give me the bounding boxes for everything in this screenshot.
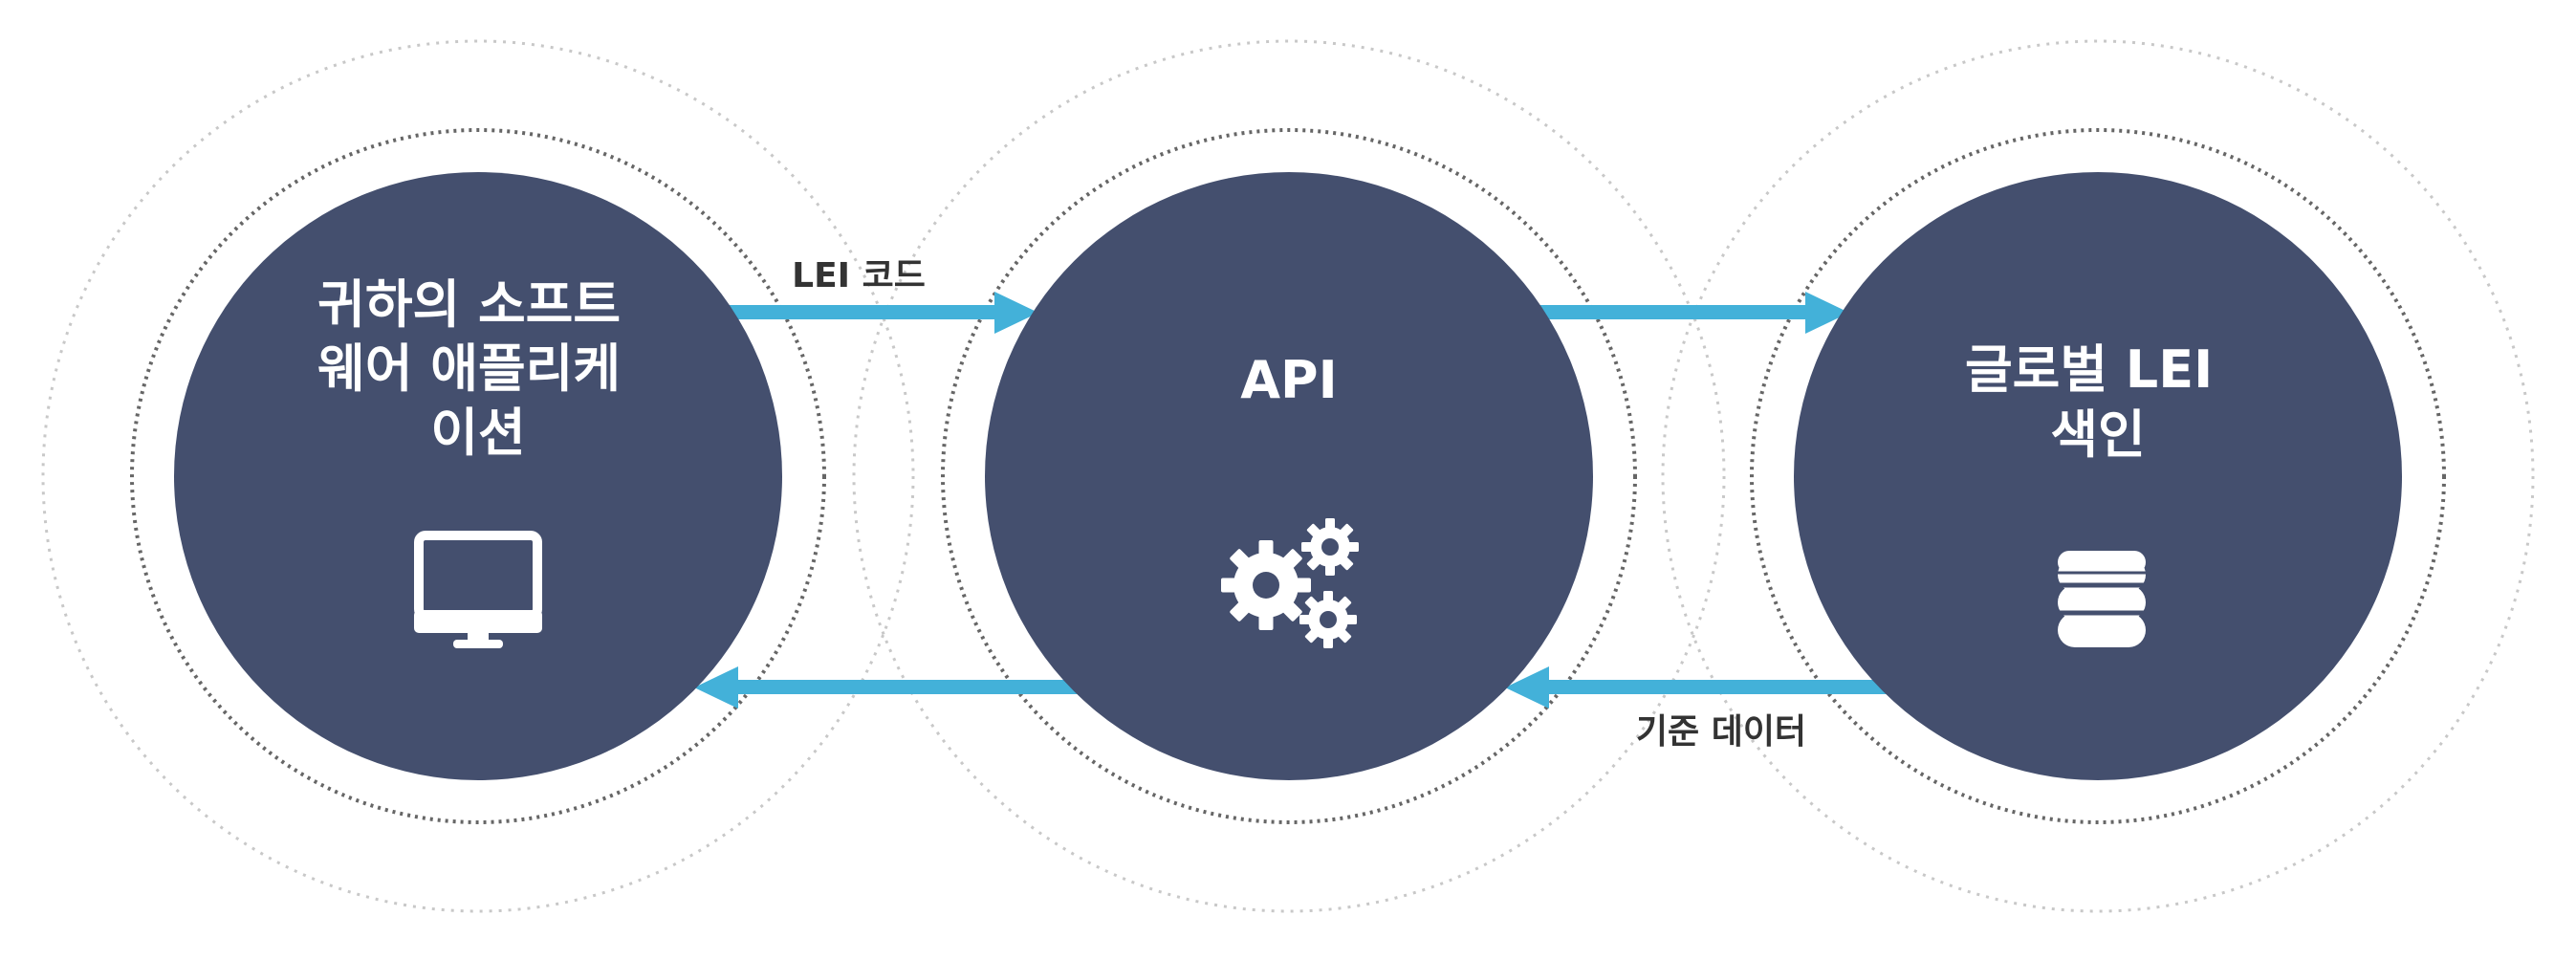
gear-small-top <box>1301 518 1359 576</box>
node-api <box>985 172 1593 780</box>
gear-large <box>1221 540 1311 630</box>
monitor-icon <box>414 531 542 648</box>
inner-rings <box>130 128 2446 824</box>
node-software-title: 귀하의 소프트 웨어 애플리케 이션 <box>317 274 639 463</box>
arrow-index-to-api <box>1505 666 1891 709</box>
node-title-line: 웨어 애플리케 <box>317 338 621 399</box>
gears-icon <box>1221 518 1359 648</box>
node-api-title: API <box>1240 350 1337 410</box>
outer-ring-api <box>852 39 1726 913</box>
edge-label-lei-code: LEI 코드 <box>792 256 926 295</box>
node-title-line: 귀하의 소프트 <box>317 274 621 335</box>
node-title-line: API <box>1240 350 1337 410</box>
node-titles: 귀하의 소프트 웨어 애플리케 이션 API 글로벌 LEI 색인 <box>317 274 2231 465</box>
inner-ring-software <box>130 128 826 824</box>
node-title-line: 이션 <box>430 403 525 463</box>
nodes <box>174 172 2402 780</box>
arrow-api-to-software <box>694 666 1081 709</box>
arrow-api-to-index <box>1538 292 1849 334</box>
node-title-line: 글로벌 LEI <box>1965 339 2213 400</box>
outer-ring-index <box>1661 39 2535 913</box>
edge-labels: LEI 코드 기준 데이터 <box>792 256 1806 752</box>
flow-arrows <box>694 292 1891 709</box>
node-index-title: 글로벌 LEI 색인 <box>1965 339 2231 465</box>
node-software-application <box>174 172 782 780</box>
gear-small-bottom <box>1299 591 1357 648</box>
outer-rings <box>41 39 2535 913</box>
inner-ring-api <box>941 128 1637 824</box>
edge-label-reference-data: 기준 데이터 <box>1636 712 1806 752</box>
node-title-line: 색인 <box>2050 404 2145 465</box>
arrow-software-to-api <box>727 292 1038 334</box>
inner-ring-index <box>1750 128 2446 824</box>
database-icon <box>2058 551 2146 647</box>
outer-ring-software <box>41 39 915 913</box>
node-global-lei-index <box>1794 172 2402 780</box>
